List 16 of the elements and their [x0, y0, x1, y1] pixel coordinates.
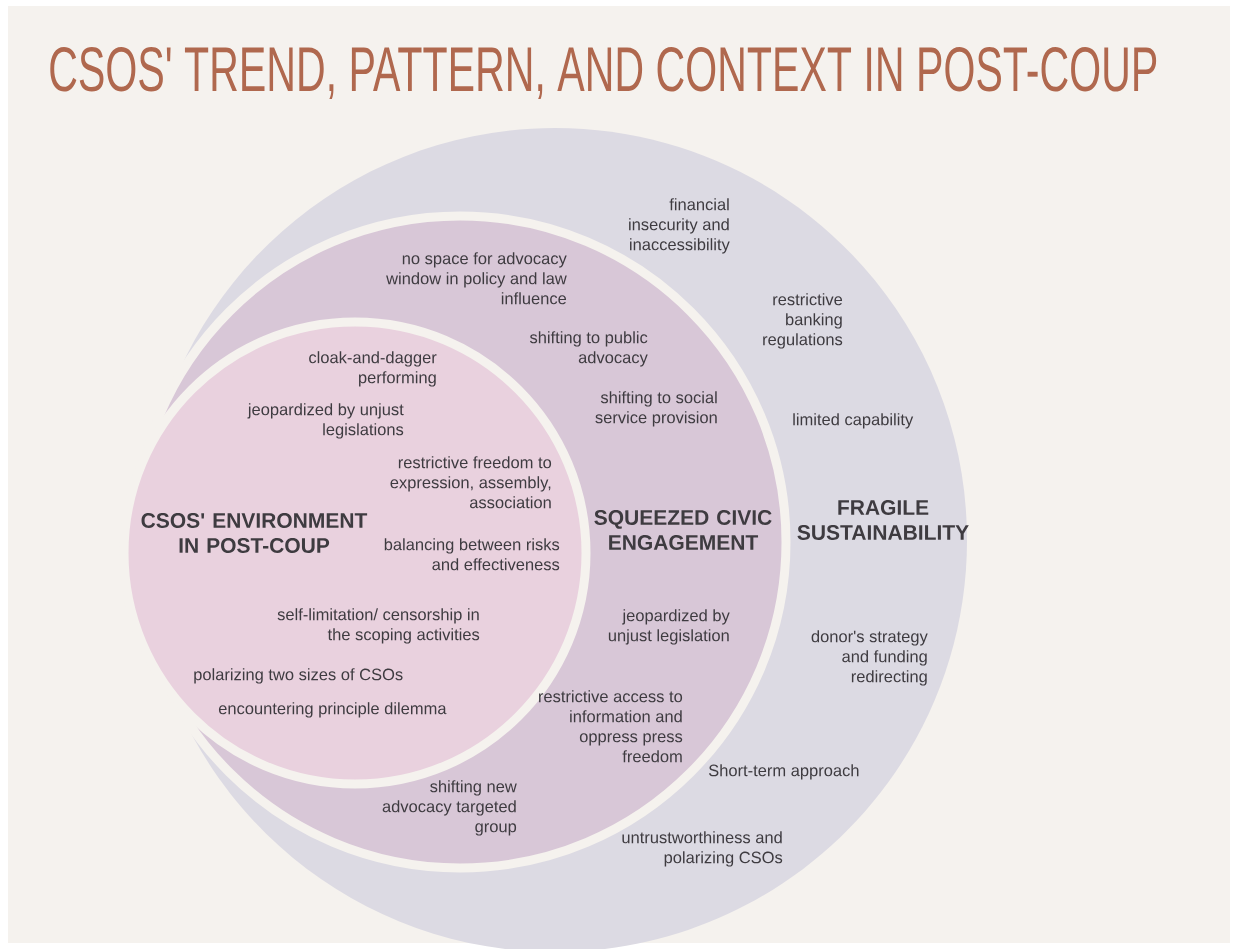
item-text: limited capability [793, 413, 914, 429]
item-text: donor's strategy and funding redirecting [811, 630, 928, 686]
title: CSOS' TREND, PATTERN, AND CONTEXT IN POST-COUP [50, 46, 1157, 99]
item-text: restrictive access to information and oppress press freedom [539, 690, 683, 763]
item-text: encountering principle dilemma [218, 702, 447, 718]
item-text: jeopardized by unjust legislation [608, 609, 730, 645]
item-text: polarizing two sizes of CSOs [194, 668, 403, 684]
item-text: balancing between risks and effectiveness [384, 538, 560, 571]
item-text: cloak-and-dagger performing [309, 351, 437, 387]
item-text: restrictive freedom to expression, assembly, association [390, 456, 552, 509]
item-text: no space for advocacy window in policy and law influence [386, 252, 567, 305]
item-text: shifting to public advocacy [529, 331, 648, 367]
item-text: shifting new advocacy targeted group [382, 780, 517, 836]
item-text: untrustworthiness and polarizing CSOs [622, 831, 783, 867]
item-text: jeopardized by unjust legislations [247, 403, 404, 439]
item-text: self-limitation/ censorship in the scoping activities [277, 608, 480, 644]
